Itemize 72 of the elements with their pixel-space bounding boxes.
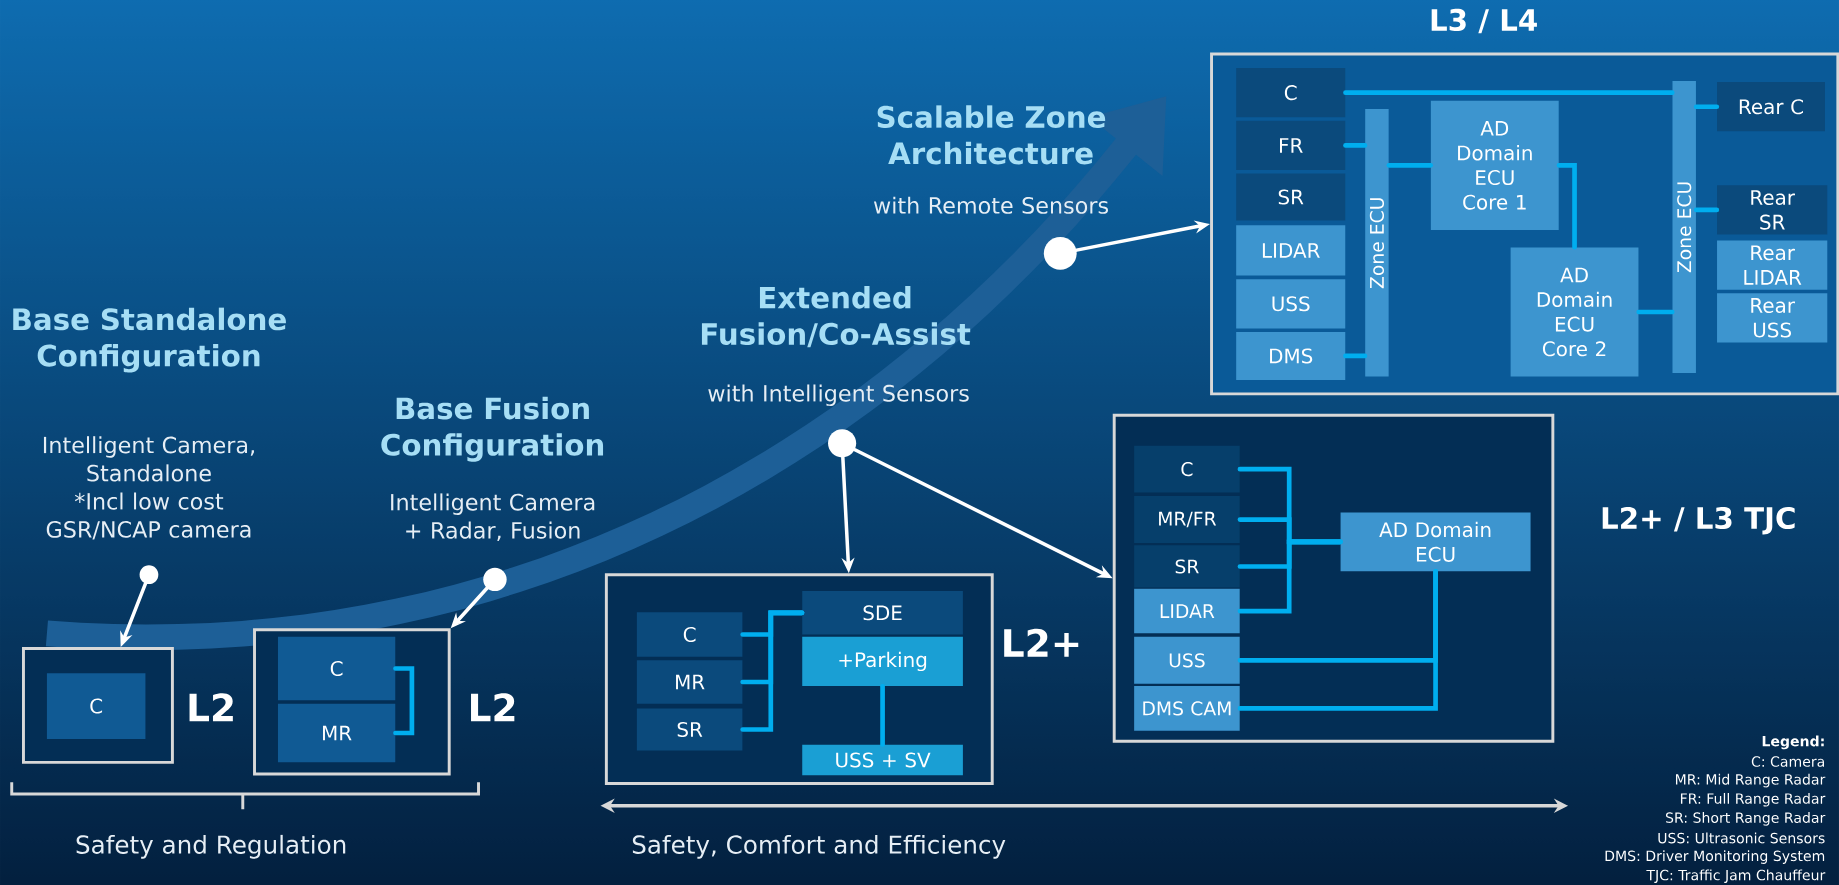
level-label: L2 — [189, 693, 233, 721]
sensor-box: MR — [277, 703, 396, 763]
sensor-box: USS — [1134, 636, 1240, 684]
connector — [880, 683, 885, 747]
sensor-box: SR — [1134, 545, 1240, 588]
sensor-box: C — [636, 612, 743, 657]
connector — [1237, 539, 1343, 614]
connector — [1343, 353, 1368, 359]
range-label: Safety, Comfort and Efficiency — [632, 834, 1006, 859]
configuration-heading: Scalable Zone Architecture — [877, 105, 1106, 165]
connector — [1556, 162, 1577, 250]
configuration-description: with Remote Sensors — [873, 196, 1108, 214]
configuration-description: Intelligent Camera + Radar, Fusion — [391, 493, 595, 541]
ecu-box: AD Domain ECU — [1340, 512, 1531, 571]
level-label: L3 / L4 — [1431, 8, 1537, 34]
sensor-box: C — [1236, 67, 1346, 118]
sensor-box: C — [1134, 445, 1240, 493]
sensor-box: Rear USS — [1717, 293, 1828, 343]
configuration-description: Intelligent Camera, Standalone *Incl low cost GSR/NCAP camera — [43, 435, 254, 540]
dot — [139, 565, 159, 584]
sensor-box: Rear LIDAR — [1717, 240, 1828, 290]
sensor-box: USS — [1236, 278, 1346, 329]
sensor-box: SR — [1236, 173, 1346, 221]
node-label: SR — [1175, 559, 1199, 574]
sensor-box: LIDAR — [1236, 224, 1346, 276]
level-label: L2 — [471, 693, 515, 721]
sensor-box: MR/FR — [1134, 495, 1240, 543]
ecu-box: AD Domain ECU Core 1 — [1430, 100, 1559, 230]
configuration-description: with Intelligent Sensors — [708, 384, 969, 406]
legend-entry: TJC: Traffic Jam Chauffeur — [1646, 869, 1826, 883]
connector — [1386, 162, 1433, 168]
sensor-box: SR — [636, 708, 743, 751]
level-label: L2+ — [1004, 628, 1079, 657]
connector — [1636, 309, 1675, 315]
node-label: USS — [1169, 652, 1205, 668]
legend-entry: FR: Full Range Radar — [1680, 792, 1826, 807]
function-box: USS + SV — [802, 744, 963, 775]
sensor-box: MR — [636, 660, 743, 704]
level-label: L2+ / L3 TJC — [1602, 506, 1795, 535]
legend-entry: USS: Ultrasonic Sensors — [1658, 832, 1825, 844]
sensor-box: Rear C — [1717, 81, 1825, 132]
connector — [1343, 90, 1675, 95]
dot — [1043, 236, 1077, 270]
function-box: +Parking — [802, 636, 963, 686]
sensor-box: LIDAR — [1134, 588, 1240, 634]
configuration-heading: Base Standalone Configuration — [13, 307, 286, 373]
connector — [740, 610, 805, 732]
sensor-box: FR — [1236, 120, 1346, 170]
sensor-box: DMS — [1236, 331, 1346, 380]
connector — [1693, 104, 1720, 109]
legend-entry: MR: Mid Range Radar — [1676, 773, 1826, 788]
ecu-box: AD Domain ECU Core 2 — [1510, 247, 1639, 377]
zone-ecu-bar: Zone ECU — [1672, 80, 1696, 373]
connector — [1237, 568, 1438, 711]
dot — [828, 429, 857, 458]
sensor-box: DMS CAM — [1134, 685, 1240, 731]
legend-entry: SR: Short Range Radar — [1665, 811, 1826, 826]
configuration-heading: Base Fusion Configuration — [381, 396, 604, 462]
legend-entry: DMS: Driver Monitoring System — [1605, 850, 1825, 864]
connector — [1343, 142, 1368, 148]
zone-ecu-bar: Zone ECU — [1365, 108, 1389, 377]
sensor-box: Rear SR — [1717, 185, 1828, 235]
range-label: Safety and Regulation — [76, 834, 346, 859]
legend-heading: Legend: — [1762, 735, 1824, 750]
legend-entry: C: Camera — [1751, 755, 1824, 767]
connector — [1693, 207, 1720, 213]
sensor-box: C — [277, 636, 396, 700]
sensor-box: C — [46, 673, 146, 739]
connector — [393, 665, 415, 736]
ecu-box: SDE — [802, 590, 963, 635]
configuration-heading: Extended Fusion/Co-Assist — [701, 285, 971, 348]
dot — [483, 567, 507, 591]
